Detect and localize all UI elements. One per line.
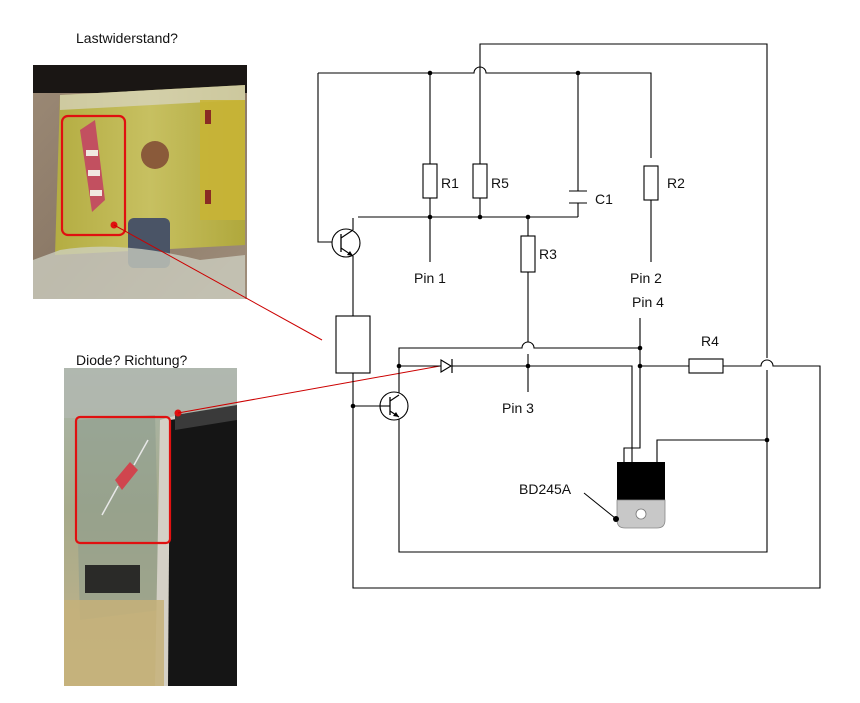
transistor-q2 bbox=[353, 391, 409, 421]
label-r3: R3 bbox=[539, 246, 557, 262]
resistor-r4 bbox=[688, 358, 724, 374]
load-resistor bbox=[335, 315, 371, 374]
schematic-wires bbox=[317, 43, 821, 589]
heatsink bbox=[168, 410, 237, 686]
label-r2: R2 bbox=[667, 175, 685, 191]
junction-dots bbox=[350, 70, 770, 443]
transistor-bd245a bbox=[616, 462, 666, 529]
photo2-diode bbox=[64, 368, 237, 686]
capacitor-c1 bbox=[569, 190, 587, 204]
annotation-line-resistor bbox=[113, 224, 323, 341]
resistor-r1 bbox=[422, 163, 438, 199]
photo1-highlight-box bbox=[60, 114, 127, 237]
resistor-r3 bbox=[520, 235, 536, 273]
diode bbox=[440, 359, 453, 373]
resistor-r5 bbox=[472, 163, 488, 199]
label-pin3: Pin 3 bbox=[502, 400, 534, 416]
label-pin4: Pin 4 bbox=[632, 294, 664, 310]
transistor-q1 bbox=[331, 218, 361, 262]
label-pin1: Pin 1 bbox=[414, 270, 446, 286]
label-r4: R4 bbox=[701, 333, 719, 349]
photo1-caption: Lastwiderstand? bbox=[76, 30, 178, 46]
label-bd245a: BD245A bbox=[519, 481, 572, 497]
bd245a-pointer bbox=[583, 492, 616, 519]
photo2-caption: Diode? Richtung? bbox=[76, 352, 188, 368]
label-r5: R5 bbox=[491, 175, 509, 191]
label-r1: R1 bbox=[441, 175, 459, 191]
photo1-load-resistor bbox=[33, 65, 247, 299]
photo2-highlight-box bbox=[74, 415, 172, 545]
bd245a-pointer-dot bbox=[613, 516, 619, 522]
label-pin2: Pin 2 bbox=[630, 270, 662, 286]
label-c1: C1 bbox=[595, 191, 613, 207]
annotation-line-diode bbox=[177, 365, 441, 414]
resistor-r2 bbox=[643, 165, 659, 201]
